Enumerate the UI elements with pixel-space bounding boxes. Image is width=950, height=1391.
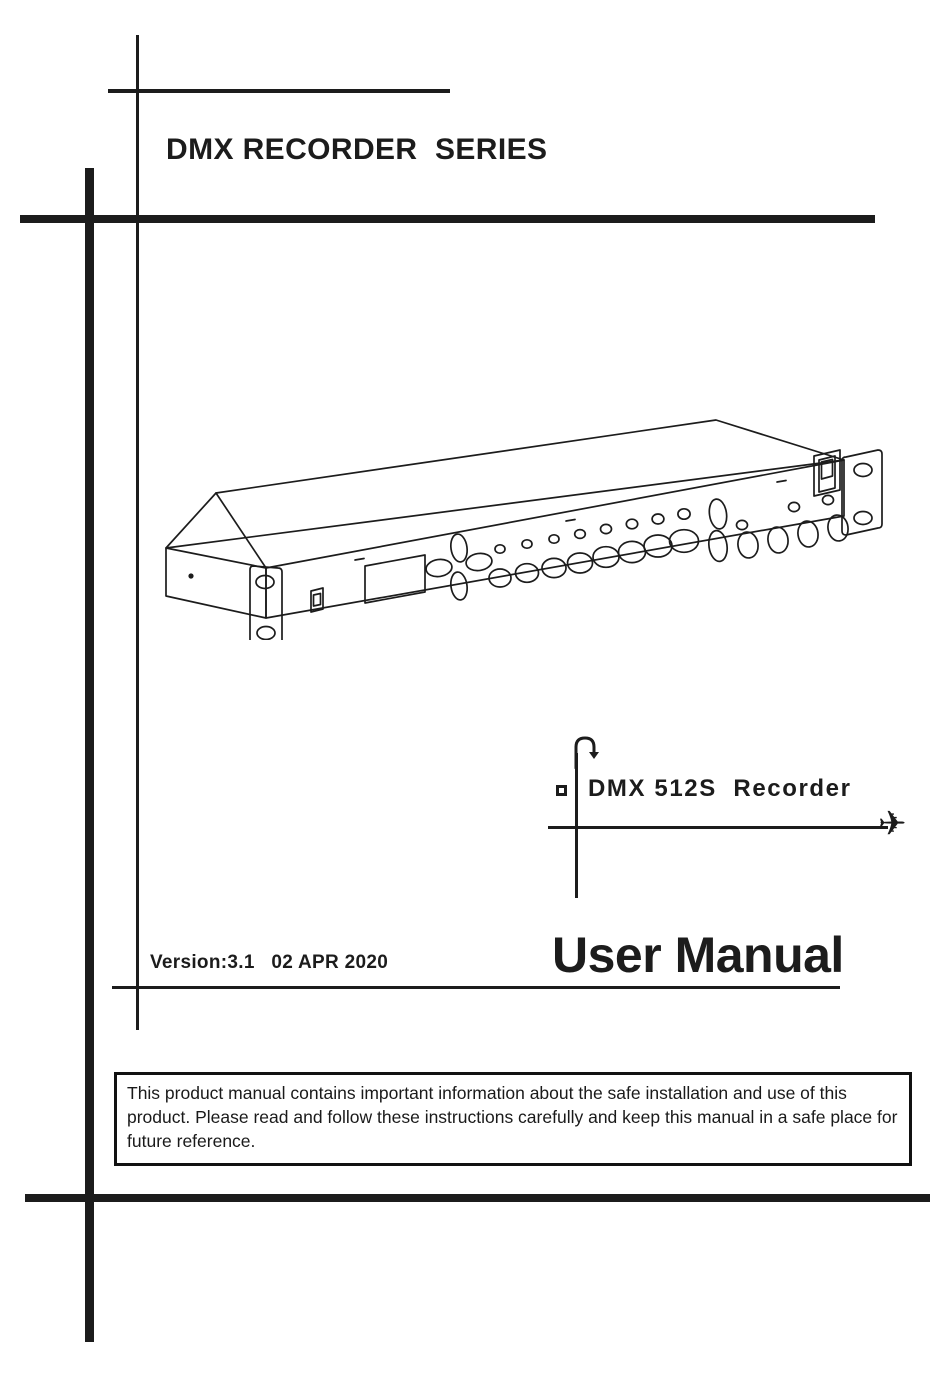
nav-left-button	[425, 558, 453, 578]
panel-seam-tick-3	[776, 479, 787, 483]
function-button	[566, 552, 594, 574]
panel-seam-tick-2	[565, 518, 576, 522]
product-illustration	[150, 400, 910, 653]
power-switch-rocker	[818, 455, 836, 493]
chassis-front-face	[265, 459, 845, 619]
function-button	[541, 557, 567, 579]
led-indicator	[548, 533, 560, 545]
tall-button	[708, 498, 728, 530]
led-indicator	[521, 538, 533, 550]
tall-button	[707, 529, 729, 563]
model-callout: DMX 512S Recorder ✈	[548, 735, 948, 898]
function-button	[643, 534, 673, 558]
function-button	[668, 528, 700, 554]
usb-port	[310, 587, 324, 613]
power-switch-rocker-face	[820, 458, 834, 480]
callout-vertical-axis	[575, 753, 578, 898]
airplane-icon: ✈	[878, 805, 907, 843]
hook-arrow-icon	[568, 735, 608, 770]
vertical-thick-rule	[85, 168, 94, 1342]
rack-ear-hole-right-top	[853, 462, 873, 478]
tall-button	[827, 514, 849, 542]
usb-port-inner	[312, 592, 322, 607]
vertical-thin-rule	[136, 35, 139, 1030]
power-switch-frame	[813, 449, 841, 497]
tall-button	[797, 520, 819, 548]
tall-button	[737, 531, 759, 559]
led-indicator	[735, 519, 749, 531]
tall-button	[767, 526, 789, 554]
nav-down-button	[449, 571, 469, 601]
version-label: Version:3.1 02 APR 2020	[150, 952, 389, 973]
rack-ear-hole-left-top	[255, 574, 275, 590]
rack-ear-hole-right-bottom	[853, 510, 873, 526]
manual-title-underline	[112, 986, 840, 989]
led-indicator	[821, 494, 835, 506]
manual-title: User Manual	[552, 927, 844, 983]
function-button	[514, 562, 540, 584]
chassis-fold-edge	[215, 492, 267, 569]
led-indicator	[625, 518, 639, 530]
function-button	[488, 568, 512, 588]
side-screw-dot	[188, 573, 194, 579]
rack-ear-right	[841, 449, 883, 536]
nav-right-button	[465, 552, 493, 572]
led-indicator	[599, 523, 613, 535]
horizontal-thick-rule-upper	[20, 215, 875, 223]
function-button	[592, 545, 620, 569]
lcd-display	[364, 554, 426, 604]
led-indicator	[651, 513, 665, 525]
rack-ear-hole-left-bottom	[256, 625, 276, 641]
notice-box: This product manual contains important i…	[114, 1072, 912, 1166]
chassis-top-face	[165, 419, 845, 549]
model-name-label: DMX 512S Recorder	[588, 775, 852, 802]
led-indicator	[787, 501, 801, 513]
panel-seam-tick-1	[354, 557, 365, 561]
callout-horizontal-axis	[548, 826, 888, 829]
horizontal-short-rule	[108, 89, 450, 93]
page-title: DMX RECORDER SERIES	[166, 133, 548, 166]
led-indicator	[677, 507, 691, 521]
led-indicator	[573, 528, 587, 540]
horizontal-thick-rule-lower	[25, 1194, 930, 1202]
nav-up-button	[449, 533, 469, 563]
notice-text: This product manual contains important i…	[127, 1083, 898, 1151]
chassis-left-face	[165, 547, 267, 619]
led-indicator	[494, 543, 506, 555]
bullet-square-icon	[556, 785, 567, 796]
